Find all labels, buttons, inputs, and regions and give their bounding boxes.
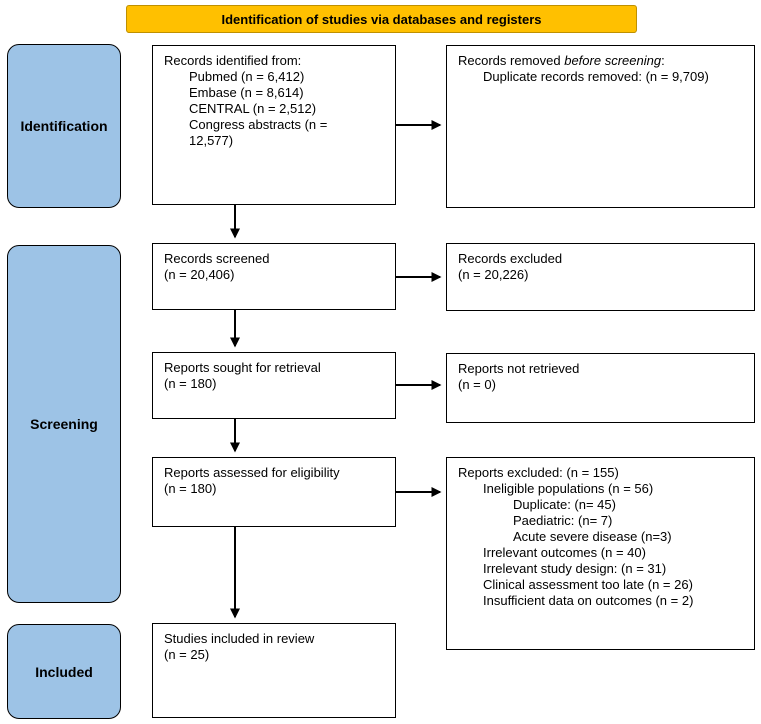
stage-included: Included xyxy=(7,624,121,719)
box-studies-included: Studies included in review(n = 25) xyxy=(152,623,396,718)
text: (n = 180) xyxy=(164,481,217,496)
box-text-line: Reports assessed for eligibility xyxy=(164,465,387,481)
box-text-line: Records excluded xyxy=(458,251,746,267)
box-records-screened: Records screened(n = 20,406) xyxy=(152,243,396,310)
text: Embase (n = 8,614) xyxy=(189,85,304,100)
box-text-line: (n = 180) xyxy=(164,376,387,392)
box-records-removed: Records removed before screening:Duplica… xyxy=(446,45,755,208)
box-text-line: Congress abstracts (n = xyxy=(164,117,387,133)
box-text-line: Embase (n = 8,614) xyxy=(164,85,387,101)
box-text-line: Reports sought for retrieval xyxy=(164,360,387,376)
box-text-line: Irrelevant study design: (n = 31) xyxy=(458,561,746,577)
box-text-line: Ineligible populations (n = 56) xyxy=(458,481,746,497)
text: Records screened xyxy=(164,251,270,266)
box-text-line: Records screened xyxy=(164,251,387,267)
text: Records excluded xyxy=(458,251,563,266)
text: (n = 0) xyxy=(458,377,496,392)
box-text-line: (n = 180) xyxy=(164,481,387,497)
text: CENTRAL (n = 2,512) xyxy=(189,101,317,116)
box-text-line: Pubmed (n = 6,412) xyxy=(164,69,387,85)
text: Acute severe disease (n=3) xyxy=(513,529,672,544)
box-text-line: Duplicate records removed: (n = 9,709) xyxy=(458,69,746,85)
box-text-line: Reports excluded: (n = 155) xyxy=(458,465,746,481)
stage-identification: Identification xyxy=(7,44,121,208)
box-reports-assessed: Reports assessed for eligibility(n = 180… xyxy=(152,457,396,527)
text: Reports sought for retrieval xyxy=(164,360,321,375)
box-text-line: Records removed before screening: xyxy=(458,53,746,69)
text: Paediatric: (n= 7) xyxy=(513,513,613,528)
text: Reports assessed for eligibility xyxy=(164,465,340,480)
text: (n = 25) xyxy=(164,647,210,662)
box-text-line: 12,577) xyxy=(164,133,387,149)
text: Insufficient data on outcomes (n = 2) xyxy=(483,593,694,608)
text: Clinical assessment too late (n = 26) xyxy=(483,577,693,592)
box-text-line: Insufficient data on outcomes (n = 2) xyxy=(458,593,746,609)
text: Records identified from: xyxy=(164,53,302,68)
text: Duplicate records removed: (n = 9,709) xyxy=(483,69,709,84)
text: Irrelevant outcomes (n = 40) xyxy=(483,545,646,560)
text: Records removed xyxy=(458,53,565,68)
italic-text: before screening xyxy=(564,53,662,68)
text: Duplicate: (n= 45) xyxy=(513,497,616,512)
text: Pubmed (n = 6,412) xyxy=(189,69,305,84)
text: Congress abstracts (n = xyxy=(189,117,328,132)
stage-screening: Screening xyxy=(7,245,121,603)
box-text-line: (n = 25) xyxy=(164,647,387,663)
box-text-line: Acute severe disease (n=3) xyxy=(458,529,746,545)
box-text-line: (n = 0) xyxy=(458,377,746,393)
text: Studies included in review xyxy=(164,631,315,646)
box-text-line: Duplicate: (n= 45) xyxy=(458,497,746,513)
text: (n = 20,226) xyxy=(458,267,529,282)
text: 12,577) xyxy=(189,133,234,148)
box-text-line: (n = 20,226) xyxy=(458,267,746,283)
text: Reports not retrieved xyxy=(458,361,580,376)
box-text-line: Paediatric: (n= 7) xyxy=(458,513,746,529)
box-reports-sought: Reports sought for retrieval(n = 180) xyxy=(152,352,396,419)
box-reports-not-retrieved: Reports not retrieved(n = 0) xyxy=(446,353,755,423)
text: Irrelevant study design: (n = 31) xyxy=(483,561,667,576)
box-reports-excluded: Reports excluded: (n = 155)Ineligible po… xyxy=(446,457,755,650)
text: Ineligible populations (n = 56) xyxy=(483,481,654,496)
box-text-line: Studies included in review xyxy=(164,631,387,647)
box-text-line: CENTRAL (n = 2,512) xyxy=(164,101,387,117)
box-records-identified: Records identified from:Pubmed (n = 6,41… xyxy=(152,45,396,205)
text: (n = 180) xyxy=(164,376,217,391)
banner-title: Identification of studies via databases … xyxy=(126,5,637,33)
box-text-line: (n = 20,406) xyxy=(164,267,387,283)
text: : xyxy=(661,53,665,68)
box-text-line: Reports not retrieved xyxy=(458,361,746,377)
box-records-excluded: Records excluded(n = 20,226) xyxy=(446,243,755,311)
box-text-line: Irrelevant outcomes (n = 40) xyxy=(458,545,746,561)
box-text-line: Clinical assessment too late (n = 26) xyxy=(458,577,746,593)
text: Reports excluded: (n = 155) xyxy=(458,465,619,480)
box-text-line: Records identified from: xyxy=(164,53,387,69)
text: (n = 20,406) xyxy=(164,267,235,282)
